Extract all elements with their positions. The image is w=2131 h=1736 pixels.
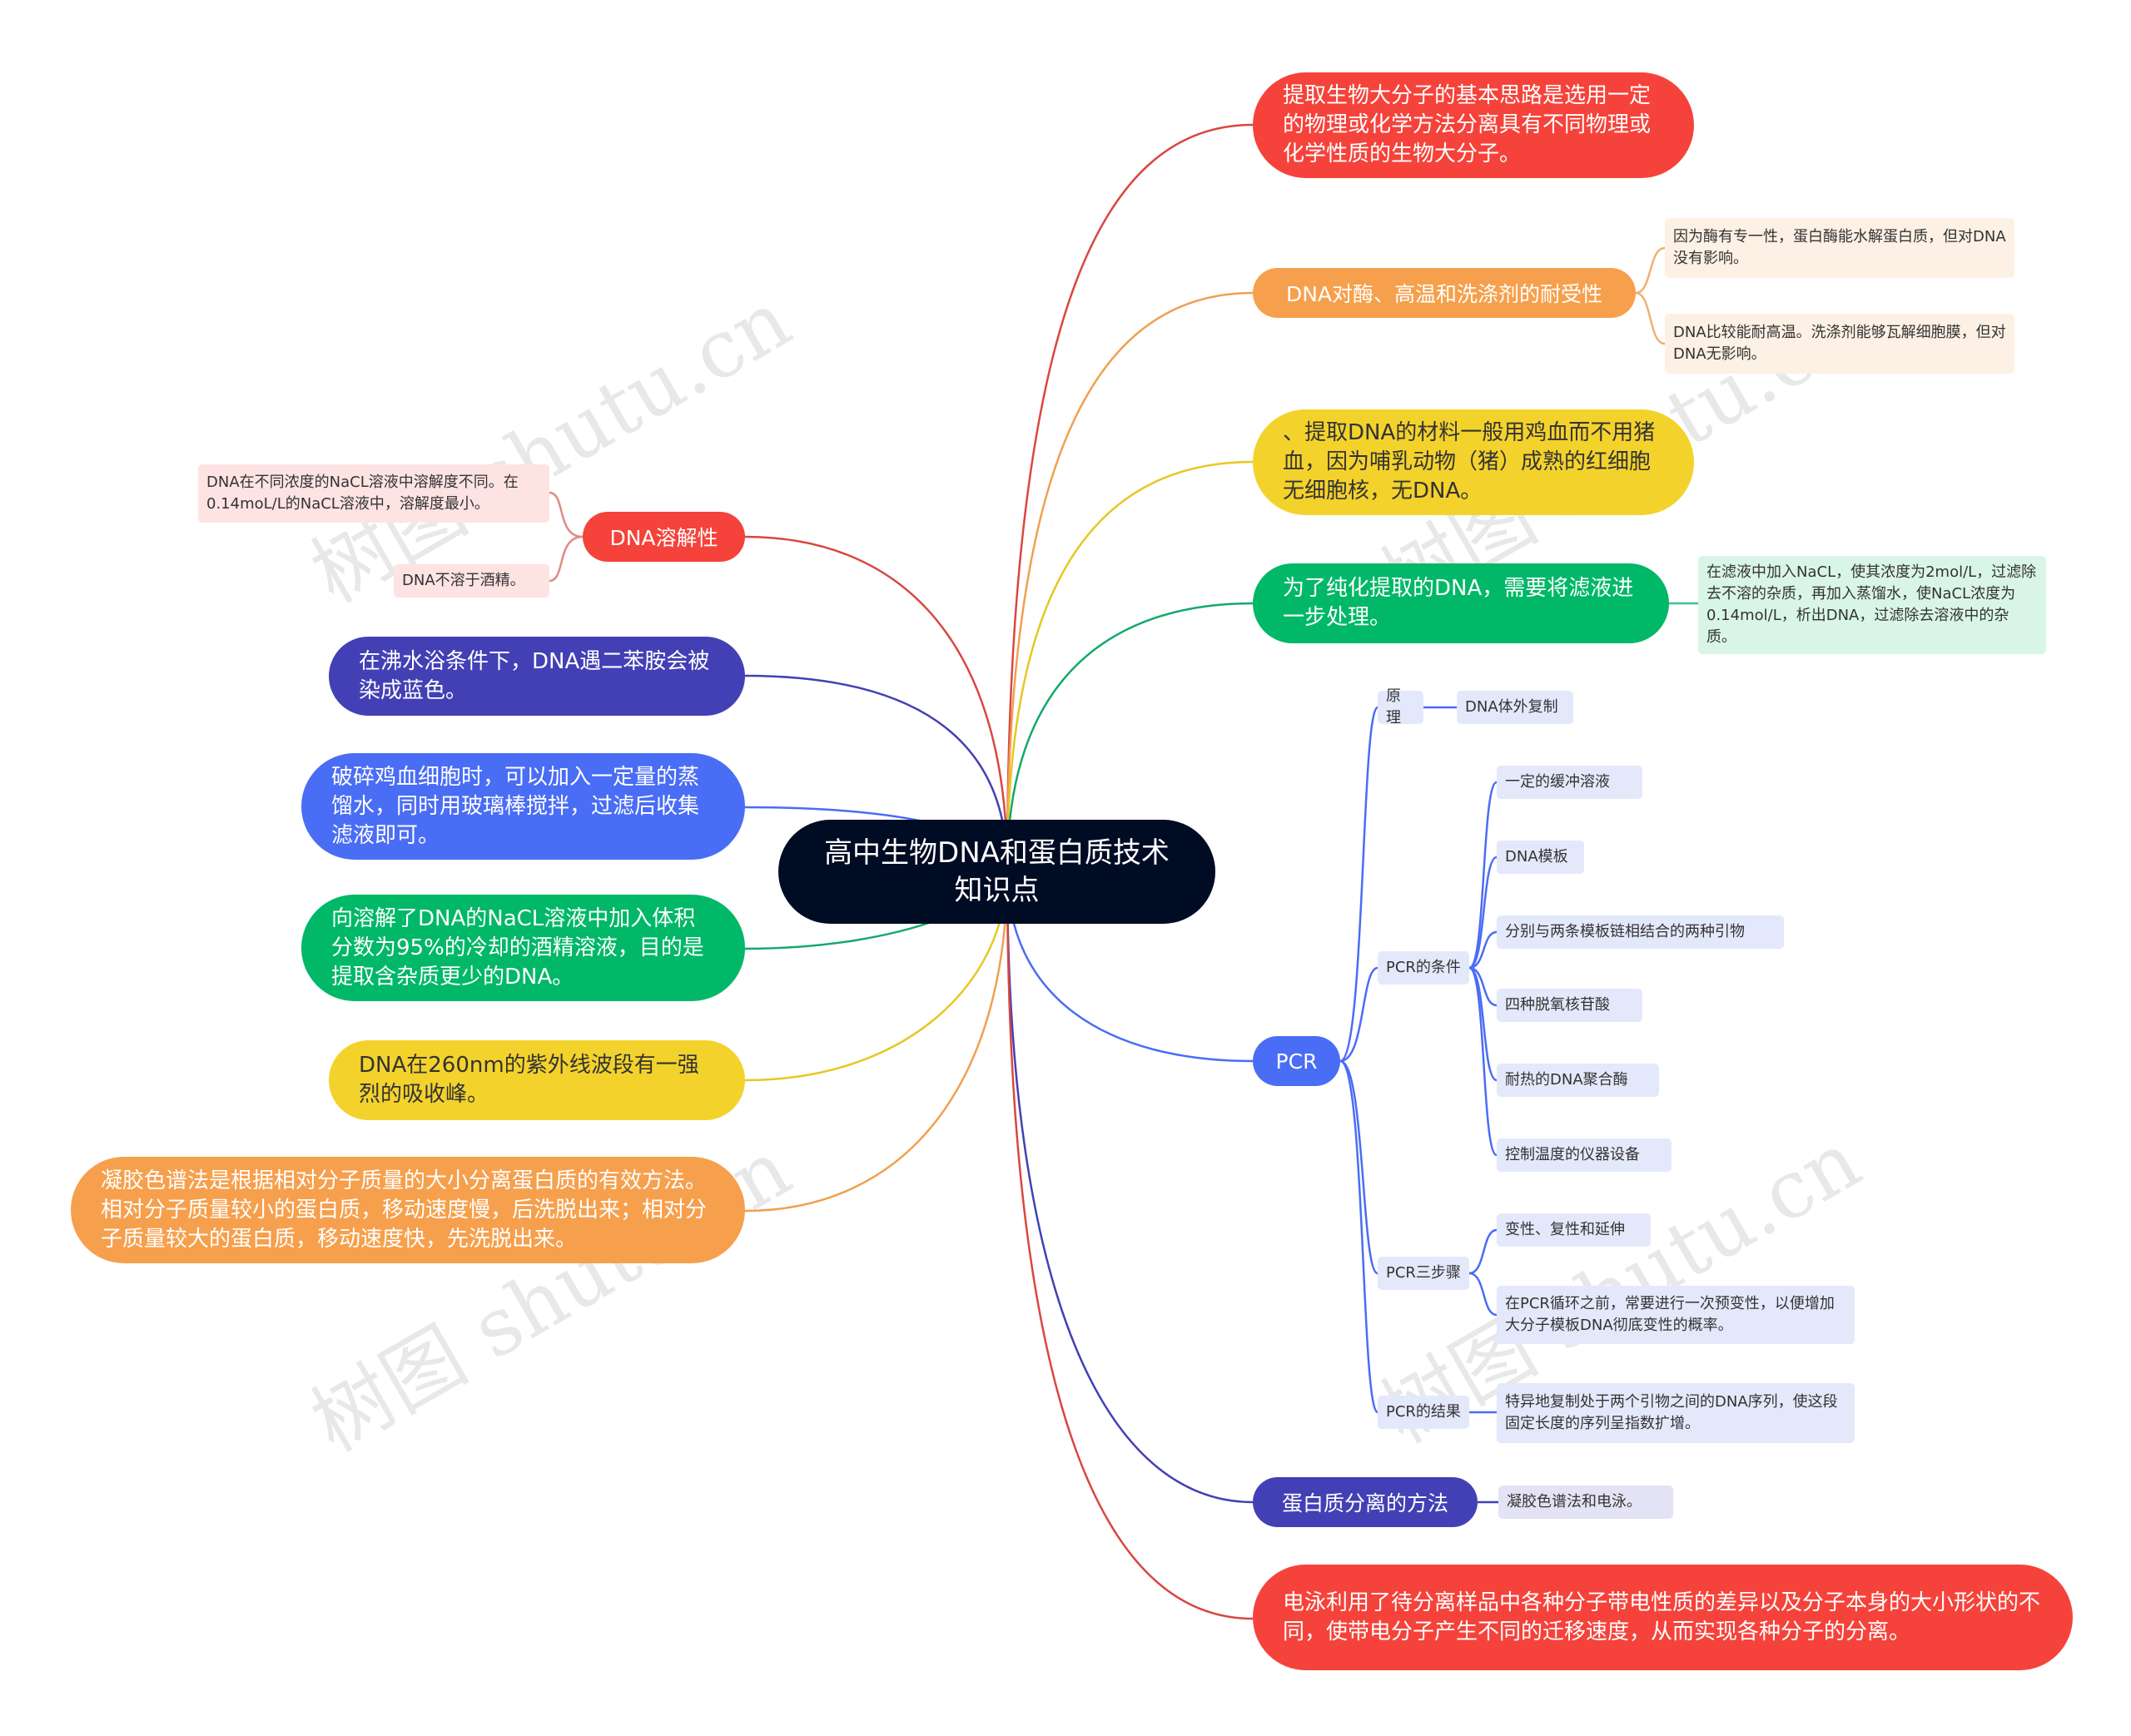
node-electrophoresis[interactable]: 电泳利用了待分离样品中各种分子带电性质的差异以及分子本身的大小形状的不同，使带电… (1253, 1565, 2073, 1670)
protein-separation-value[interactable]: 凝胶色谱法和电泳。 (1498, 1486, 1673, 1519)
note-enzyme-specificity[interactable]: 因为酶有专一性，蛋白酶能水解蛋白质，但对DNA没有影响。 (1665, 218, 2014, 278)
node-blood-cells[interactable]: 破碎鸡血细胞时，可以加入一定量的蒸馏水，同时用玻璃棒搅拌，过滤后收集滤液即可。 (301, 753, 745, 860)
pcr-condition-item[interactable]: 四种脱氧核苷酸 (1497, 989, 1642, 1022)
node-pcr[interactable]: PCR (1253, 1036, 1340, 1086)
pcr-condition-item[interactable]: 分别与两条模板链相结合的两种引物 (1497, 915, 1784, 949)
node-material[interactable]: 、提取DNA的材料一般用鸡血而不用猪血，因为哺乳动物（猪）成熟的红细胞无细胞核，… (1253, 409, 1694, 515)
note-nacl-solubility[interactable]: DNA在不同浓度的NaCL溶液中溶解度不同。在0.14moL/L的NaCL溶液中… (198, 464, 549, 523)
node-protein-separation[interactable]: 蛋白质分离的方法 (1253, 1477, 1478, 1527)
node-diphenylamine[interactable]: 在沸水浴条件下，DNA遇二苯胺会被染成蓝色。 (329, 637, 745, 716)
node-extract-principle[interactable]: 提取生物大分子的基本思路是选用一定的物理或化学方法分离具有不同物理或化学性质的生… (1253, 72, 1694, 178)
node-purify[interactable]: 为了纯化提取的DNA，需要将滤液进一步处理。 (1253, 563, 1669, 643)
node-gel-chromatography[interactable]: 凝胶色谱法是根据相对分子质量的大小分离蛋白质的有效方法。相对分子质量较小的蛋白质… (71, 1157, 745, 1263)
pcr-condition-item[interactable]: 一定的缓冲溶液 (1497, 766, 1642, 799)
pcr-condition-item[interactable]: 控制温度的仪器设备 (1497, 1138, 1672, 1172)
pcr-step-item[interactable]: 变性、复性和延伸 (1497, 1213, 1651, 1247)
central-topic[interactable]: 高中生物DNA和蛋白质技术知识点 (778, 820, 1215, 924)
note-purify-nacl[interactable]: 在滤液中加入NaCL，使其浓度为2mol/L，过滤除去不溶的杂质，再加入蒸馏水，… (1698, 556, 2046, 654)
note-heat-detergent[interactable]: DNA比较能耐高温。洗涤剂能够瓦解细胞膜，但对DNA无影响。 (1665, 314, 2014, 374)
node-cold-alcohol[interactable]: 向溶解了DNA的NaCL溶液中加入体积分数为95%的冷却的酒精溶液，目的是提取含… (301, 895, 745, 1001)
note-alcohol-insoluble[interactable]: DNA不溶于酒精。 (394, 564, 549, 598)
pcr-result[interactable]: PCR的结果 (1378, 1396, 1469, 1429)
pcr-step-item[interactable]: 在PCR循环之前，常要进行一次预变性，以便增加大分子模板DNA彻底变性的概率。 (1497, 1286, 1855, 1344)
pcr-result-value[interactable]: 特异地复制处于两个引物之间的DNA序列，使这段固定长度的序列呈指数扩增。 (1497, 1383, 1855, 1443)
pcr-conditions[interactable]: PCR的条件 (1378, 951, 1469, 985)
pcr-condition-item[interactable]: DNA模板 (1497, 841, 1584, 874)
node-dna-solubility[interactable]: DNA溶解性 (583, 512, 745, 562)
node-dna-tolerance[interactable]: DNA对酶、高温和洗涤剂的耐受性 (1253, 268, 1636, 318)
pcr-principle-value[interactable]: DNA体外复制 (1457, 691, 1573, 724)
pcr-principle[interactable]: 原理 (1378, 687, 1423, 727)
node-uv-absorption[interactable]: DNA在260nm的紫外线波段有一强烈的吸收峰。 (329, 1040, 745, 1120)
pcr-condition-item[interactable]: 耐热的DNA聚合酶 (1497, 1064, 1659, 1097)
pcr-steps[interactable]: PCR三步骤 (1378, 1257, 1469, 1290)
